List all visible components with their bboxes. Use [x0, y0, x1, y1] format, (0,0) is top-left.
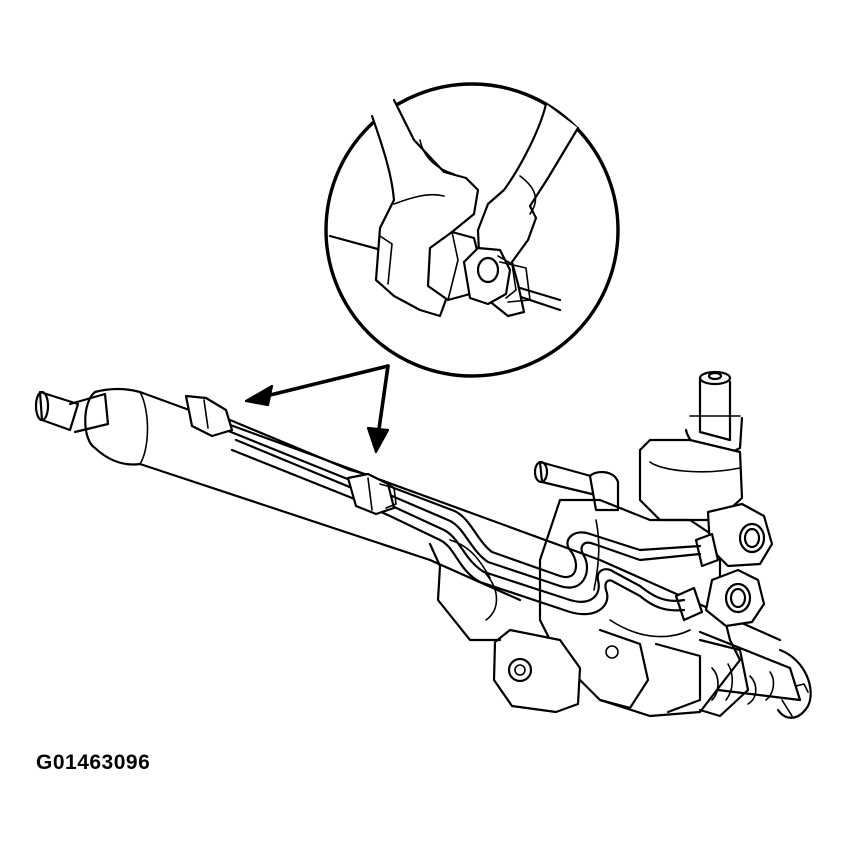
hydraulic-lines [186, 396, 700, 614]
rack-housing [36, 389, 811, 718]
gear-housing [430, 372, 748, 716]
arrow-head-left [246, 386, 272, 405]
figure-id-label: G01463096 [36, 751, 151, 774]
port-blocks [676, 504, 772, 626]
callout-arrows [246, 366, 388, 452]
detail-inset [326, 84, 618, 376]
arrow-head-down [368, 428, 388, 452]
